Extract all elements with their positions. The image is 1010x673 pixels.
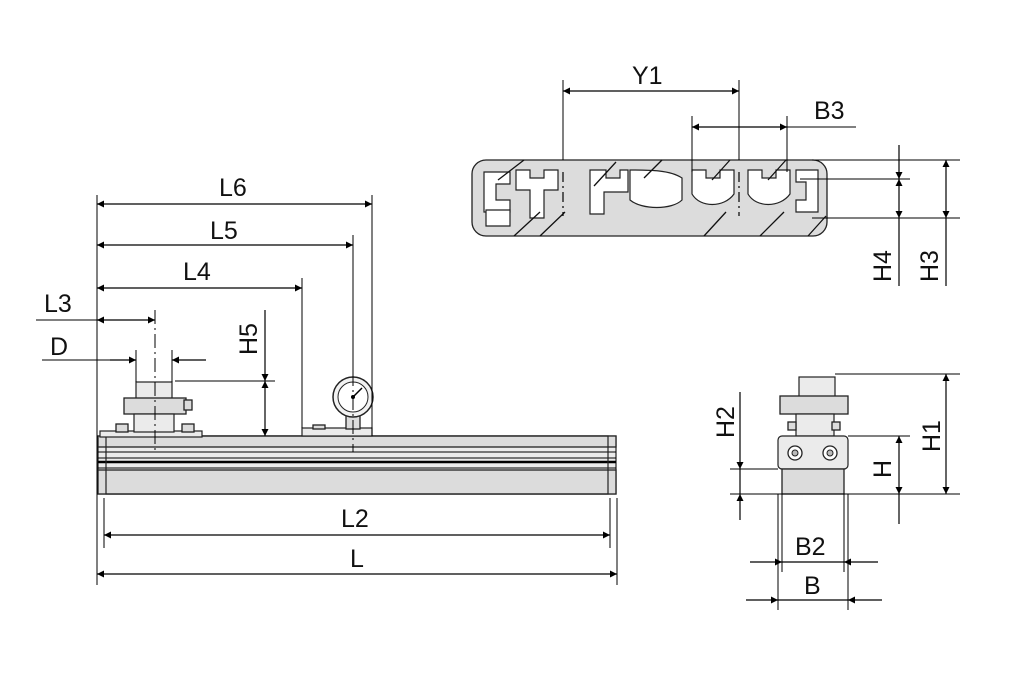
label-h4: H4: [869, 250, 897, 282]
screw-icon: [831, 421, 841, 431]
clamp-cylinder-top: [135, 381, 173, 401]
label-l5: L5: [210, 217, 238, 245]
screw-icon: [183, 399, 193, 411]
hatch-line: [807, 215, 827, 237]
hatch-line: [513, 211, 541, 237]
label-l6: L6: [219, 174, 247, 202]
label-h3: H3: [916, 250, 944, 282]
side-clamp-base: [795, 413, 835, 437]
screw-icon: [787, 445, 803, 461]
label-h5: H5: [235, 323, 263, 355]
clamp-base: [133, 413, 175, 433]
side-view: H2 H H1 B2 B: [712, 373, 960, 610]
profile-slot: [747, 169, 791, 206]
label-b: B: [804, 572, 821, 600]
label-l2: L2: [341, 505, 369, 533]
side-rail: [781, 468, 845, 495]
label-h: H: [869, 460, 897, 478]
hatch-line: [767, 159, 787, 181]
rail-top-strip: [97, 435, 617, 448]
label-b2: B2: [795, 533, 826, 561]
profile-slot: [515, 169, 559, 219]
label-l3: L3: [44, 290, 72, 318]
side-clamp-body: [779, 395, 849, 415]
hatch-line: [703, 211, 727, 237]
label-y1: Y1: [632, 62, 663, 90]
front-view: L6 L5 L4 L3 D H5 L2 L: [36, 174, 618, 585]
screw-icon: [115, 423, 129, 433]
profile-section-view: Y1 B3 H4 H3: [471, 62, 960, 286]
hatch-line: [593, 161, 617, 187]
label-l: L: [350, 545, 364, 573]
profile-slot: [589, 169, 629, 215]
profile-slot: [691, 169, 735, 206]
label-l4: L4: [183, 258, 211, 286]
hatch-line: [497, 159, 525, 181]
label-d: D: [50, 333, 68, 361]
screw-icon: [312, 424, 326, 430]
hatch-line: [643, 159, 663, 179]
rail-lower-body: [97, 469, 617, 495]
hatch-line: [759, 211, 785, 237]
screw-icon: [787, 421, 797, 431]
hatch-line: [539, 211, 566, 237]
label-b3: B3: [814, 97, 845, 125]
screw-icon: [181, 423, 195, 433]
screw-icon: [822, 445, 838, 461]
side-clamp-top: [798, 376, 836, 398]
hatch-line: [711, 159, 731, 181]
profile-slot: [485, 209, 511, 227]
profile-slot: [629, 169, 683, 209]
label-h1: H1: [918, 420, 946, 452]
profile-slot: [795, 169, 819, 213]
label-h2: H2: [712, 406, 740, 438]
